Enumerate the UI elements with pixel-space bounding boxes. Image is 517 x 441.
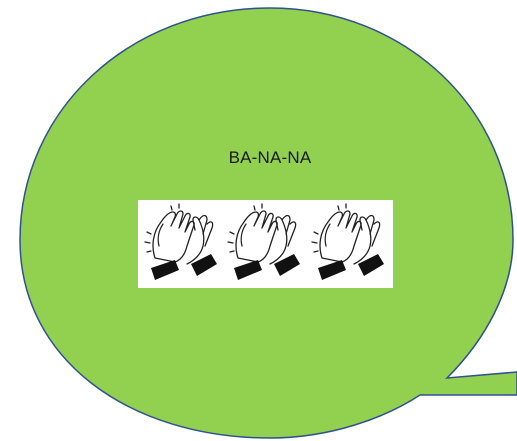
clapping-hands-icon [227, 203, 301, 280]
bubble-text: BA-NA-NA [228, 148, 312, 167]
clapping-hands-icon [311, 203, 385, 280]
clapping-hands-strip [138, 200, 393, 288]
clapping-hands-icon [144, 203, 217, 280]
